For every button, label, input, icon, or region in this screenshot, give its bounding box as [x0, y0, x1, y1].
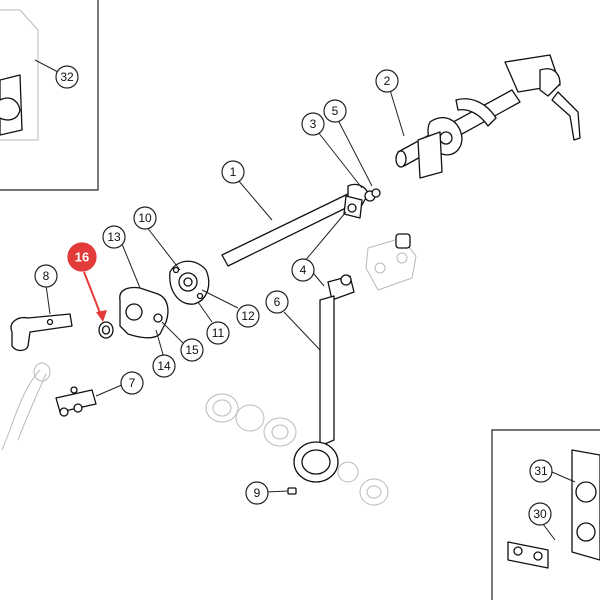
- callout-13[interactable]: 13: [102, 225, 126, 249]
- svg-text:11: 11: [212, 326, 225, 340]
- screw-part-9: [265, 487, 297, 495]
- hardware-parts-3-5: [317, 119, 381, 202]
- callout-2[interactable]: 2: [375, 69, 399, 93]
- callout-16-highlighted[interactable]: 16: [67, 242, 97, 272]
- callout-6[interactable]: 6: [265, 290, 289, 314]
- callout-31[interactable]: 31: [529, 459, 553, 483]
- svg-text:15: 15: [185, 343, 199, 357]
- svg-text:4: 4: [300, 263, 307, 277]
- svg-text:32: 32: [60, 70, 74, 84]
- shaft-assembly-part-2: [389, 54, 581, 179]
- callout-30[interactable]: 30: [528, 502, 552, 526]
- svg-text:6: 6: [274, 295, 281, 309]
- svg-text:7: 7: [129, 376, 136, 390]
- svg-text:14: 14: [157, 359, 171, 373]
- svg-text:30: 30: [533, 507, 547, 521]
- callout-14[interactable]: 14: [152, 354, 176, 378]
- washer-part-16: [83, 271, 114, 339]
- inset-frame-bottom-right: [491, 429, 600, 600]
- housing-plate-parts-13-15: [119, 243, 185, 359]
- inset-frame-top-left: [0, 0, 99, 191]
- callout-1[interactable]: 1: [221, 160, 245, 184]
- svg-text:31: 31: [534, 464, 548, 478]
- svg-text:8: 8: [43, 269, 50, 283]
- callout-10[interactable]: 10: [133, 206, 157, 230]
- strap-part-8: [1, 284, 73, 451]
- svg-text:10: 10: [138, 211, 152, 225]
- callout-8[interactable]: 8: [34, 264, 58, 288]
- bracket-part-7: [55, 383, 125, 417]
- svg-text:5: 5: [332, 104, 339, 118]
- svg-text:12: 12: [241, 309, 255, 323]
- shaft-part-1: [221, 179, 369, 267]
- ghost-bearings: [205, 393, 389, 506]
- svg-text:9: 9: [254, 486, 261, 500]
- svg-text:1: 1: [230, 165, 237, 179]
- svg-text:13: 13: [107, 230, 121, 244]
- callout-11[interactable]: 11: [206, 321, 230, 345]
- callout-15[interactable]: 15: [180, 338, 204, 362]
- flange-parts-10-12: [145, 225, 239, 323]
- svg-text:3: 3: [310, 117, 317, 131]
- svg-text:2: 2: [384, 74, 391, 88]
- lever-arm-part-6: [283, 274, 355, 483]
- callout-5[interactable]: 5: [323, 99, 347, 123]
- callout-32[interactable]: 32: [55, 65, 79, 89]
- svg-text:16: 16: [75, 250, 89, 265]
- callout-4[interactable]: 4: [291, 258, 315, 282]
- callout-7[interactable]: 7: [120, 371, 144, 395]
- callout-9[interactable]: 9: [245, 481, 269, 505]
- callout-12[interactable]: 12: [236, 304, 260, 328]
- callout-3[interactable]: 3: [301, 112, 325, 136]
- bracket-part-4: [303, 211, 417, 291]
